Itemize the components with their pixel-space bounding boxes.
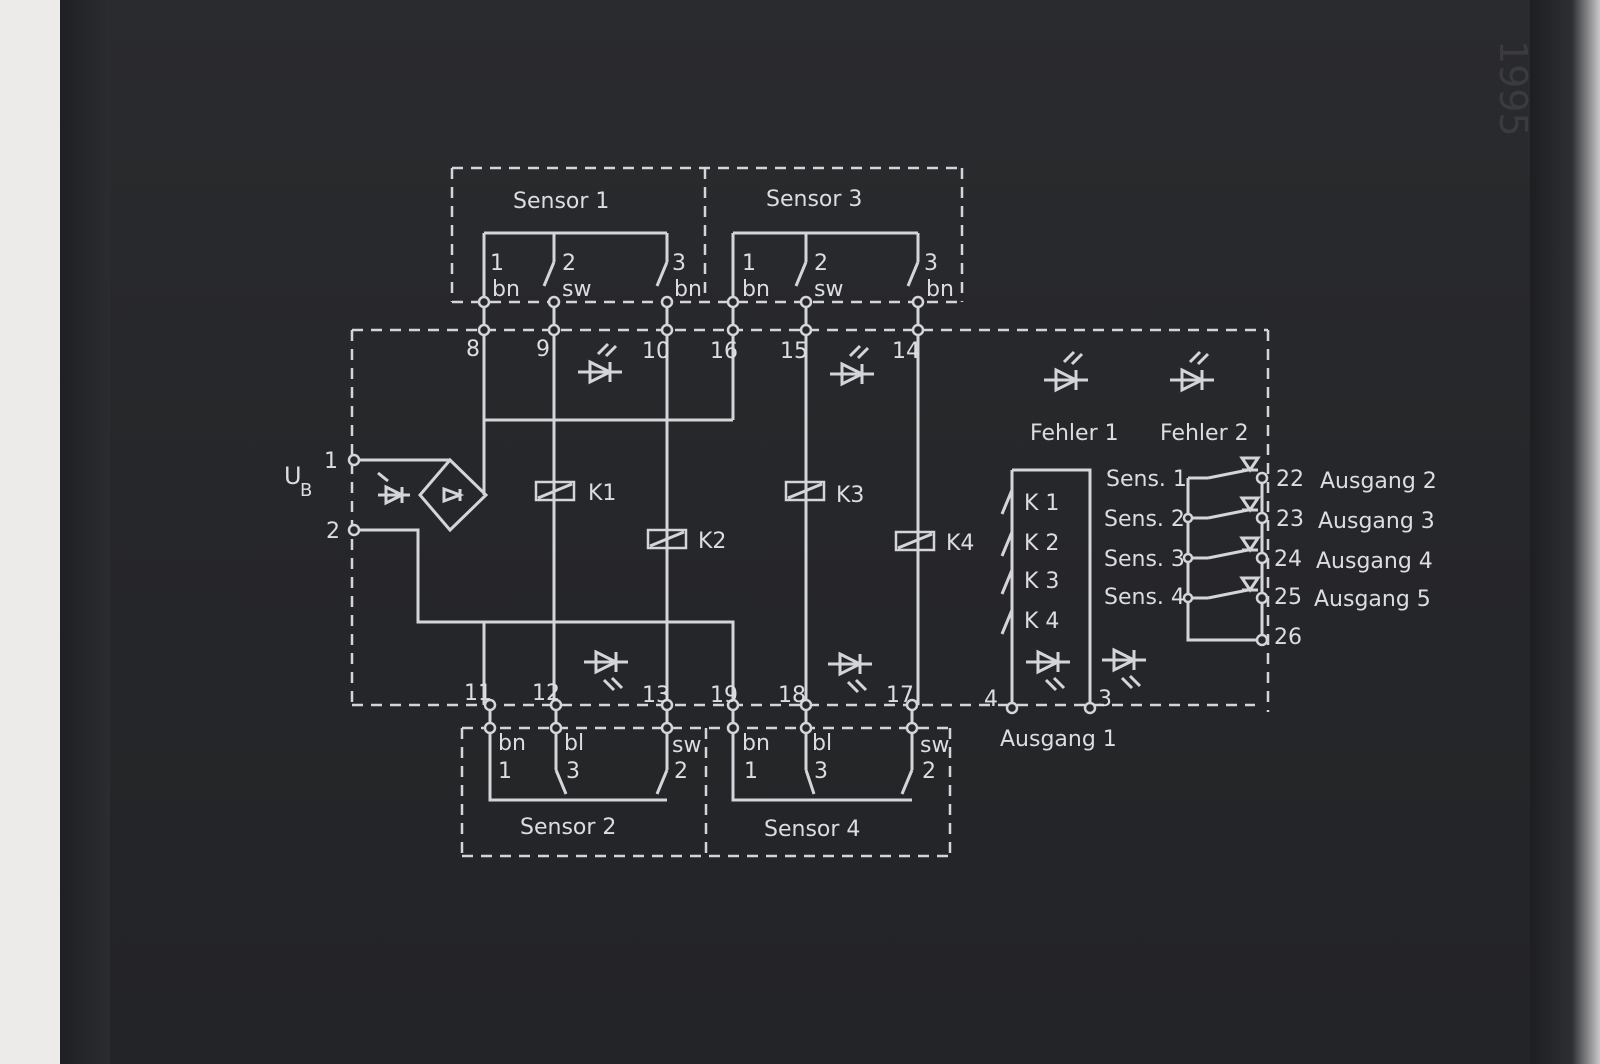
common-terminal: 26: [1274, 625, 1302, 650]
sensor-1-wire: sw: [562, 277, 591, 302]
output-terminal: 23: [1276, 507, 1304, 532]
output-label: Ausgang 3: [1318, 509, 1435, 534]
terminal-label: 8: [466, 337, 480, 362]
relay-label: K2: [698, 529, 726, 554]
terminal-label: 17: [886, 683, 914, 708]
sensor-4-pin: 2: [922, 759, 936, 784]
sensor-3-pin: 3: [924, 251, 938, 276]
terminal-label: 18: [778, 683, 806, 708]
sensor-3-wire: sw: [814, 277, 843, 302]
sensor-1-wire: bn: [492, 277, 520, 302]
output1-contact-label: K 4: [1024, 609, 1059, 634]
sensor-3-title: Sensor 3: [766, 187, 862, 212]
output1-contact-label: K 1: [1024, 491, 1059, 516]
relay-coils: [534, 480, 936, 552]
schematic-labels: Sensor 1 Sensor 3 Sensor 2 Sensor 4 1 2 …: [284, 187, 1437, 842]
output-sensor-label: Sens. 2: [1104, 507, 1185, 532]
sensor-3-pin: 2: [814, 251, 828, 276]
sensor-2-title: Sensor 2: [520, 815, 616, 840]
relay-label: K3: [836, 483, 864, 508]
sensor-1-pin: 3: [672, 251, 686, 276]
output-terminal: 24: [1274, 547, 1302, 572]
relay-label: K4: [946, 531, 974, 556]
device-right-rail: [1530, 0, 1600, 1064]
output-sensor-label: Sens. 3: [1104, 547, 1185, 572]
terminal-label: 16: [710, 339, 738, 364]
output-terminal: 22: [1276, 467, 1304, 492]
supply-subscript: B: [300, 480, 312, 501]
output1-terminal: 4: [984, 687, 998, 712]
sensor-3-wire: bn: [926, 277, 954, 302]
sensor-2-pin: 1: [498, 759, 512, 784]
output-sensor-label: Sens. 1: [1106, 467, 1187, 492]
terminal-label: 13: [642, 683, 670, 708]
output1-label: Ausgang 1: [1000, 727, 1117, 752]
output-label: Ausgang 2: [1320, 469, 1437, 494]
sensor-3-pin: 1: [742, 251, 756, 276]
device-left-edge: [60, 0, 110, 1064]
sensor-2-wire: bl: [564, 731, 584, 756]
output-label: Ausgang 4: [1316, 549, 1433, 574]
output1-contact-label: K 3: [1024, 569, 1059, 594]
supply-pin-positive: 1: [324, 449, 338, 474]
sensor-4-pin: 3: [814, 759, 828, 784]
terminal-label: 9: [536, 337, 550, 362]
sensor-2-wire: bn: [498, 731, 526, 756]
terminal-label: 12: [532, 681, 560, 706]
sensor-4-pin: 1: [744, 759, 758, 784]
wiring: [354, 231, 1264, 802]
sensor-2-wire: sw: [672, 733, 701, 758]
output-sensor-label: Sens. 4: [1104, 585, 1185, 610]
sensor-4-wire: bn: [742, 731, 770, 756]
embossed-year: 1995: [1491, 40, 1535, 137]
sensor-4-wire: sw: [920, 733, 949, 758]
sensor-2-pin: 3: [566, 759, 580, 784]
sensor-2-pin: 2: [674, 759, 688, 784]
terminal-nodes: [347, 295, 1269, 735]
terminal-label: 19: [710, 683, 738, 708]
sensor-4-wire: bl: [812, 731, 832, 756]
terminal-label: 14: [892, 339, 920, 364]
fault-indicator-label: Fehler 1: [1030, 421, 1119, 446]
sensor-4-title: Sensor 4: [764, 817, 860, 842]
sensor-1-wire: bn: [674, 277, 702, 302]
sensor-3-wire: bn: [742, 277, 770, 302]
terminal-label: 11: [464, 681, 492, 706]
output1-contact-label: K 2: [1024, 531, 1059, 556]
relay-label: K1: [588, 481, 616, 506]
terminal-label: 10: [642, 339, 670, 364]
device-housing: [60, 0, 1565, 1064]
supply-pin-negative: 2: [326, 519, 340, 544]
sensor-1-pin: 1: [490, 251, 504, 276]
terminal-label: 15: [780, 339, 808, 364]
sensor-1-title: Sensor 1: [513, 189, 609, 214]
fault-indicator-label: Fehler 2: [1160, 421, 1249, 446]
output1-terminal: 3: [1098, 687, 1112, 712]
supply-label: U: [284, 462, 302, 490]
led-symbols: [377, 342, 1261, 694]
output-terminal: 25: [1274, 585, 1302, 610]
sensor-1-pin: 2: [562, 251, 576, 276]
output-label: Ausgang 5: [1314, 587, 1431, 612]
